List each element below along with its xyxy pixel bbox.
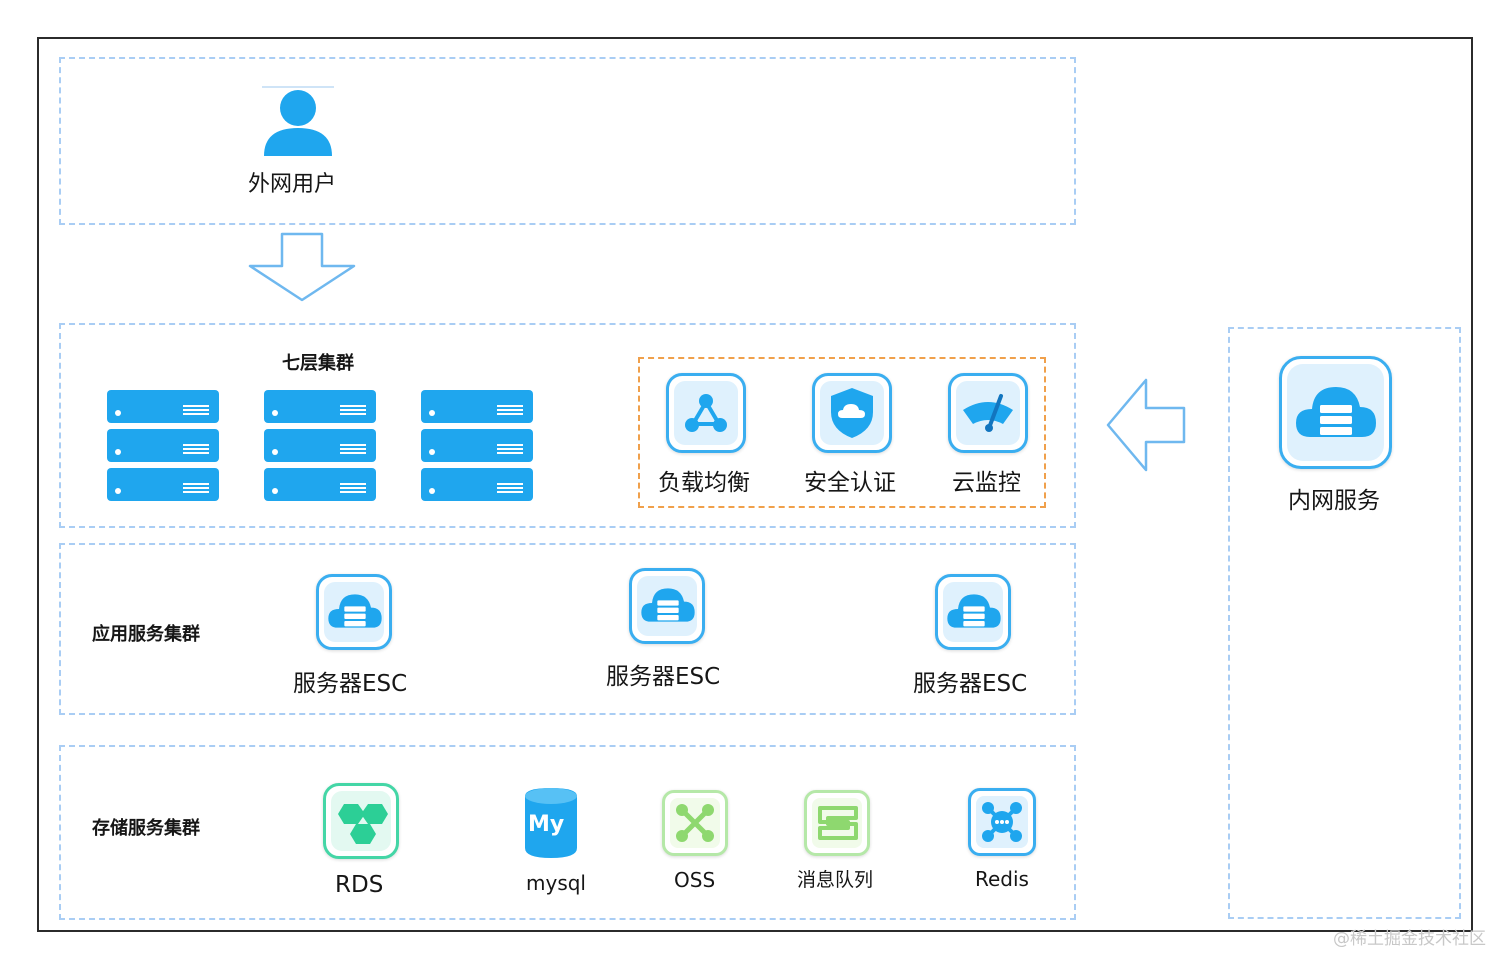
- app-server-label-3: 服务器ESC: [913, 671, 1028, 697]
- watermark: @稀土掘金技术社区: [1333, 929, 1486, 949]
- oss-label: OSS: [674, 868, 716, 892]
- cloud-server-icon: [947, 594, 1001, 628]
- cloud-monitor-tile: [948, 373, 1028, 453]
- load-balancer-tile: [666, 373, 746, 453]
- server-unit: [107, 429, 219, 462]
- message-queue-icon: [818, 806, 858, 840]
- external-user-zone: [59, 57, 1076, 225]
- server-unit: [264, 429, 376, 462]
- redis-icon: [982, 802, 1022, 842]
- storage-cluster-zone: [59, 745, 1076, 920]
- cloud-monitor-label: 云监控: [952, 470, 1021, 496]
- redis-tile: [968, 788, 1036, 856]
- oss-tile: [662, 790, 728, 856]
- layer7-cluster-title: 七层集群: [282, 353, 354, 374]
- server-unit: [107, 468, 219, 501]
- mysql-badge: My: [528, 812, 565, 837]
- security-auth-tile: [812, 373, 892, 453]
- internal-services-zone: [1228, 327, 1461, 919]
- layer7-cluster-zone: [59, 323, 1076, 528]
- monitor-gauge-icon: [963, 394, 1013, 432]
- down-arrow-icon: [248, 232, 356, 302]
- rds-label: RDS: [335, 872, 384, 898]
- server-unit: [421, 390, 533, 423]
- load-balancer-icon: [685, 394, 727, 432]
- message-queue-label: 消息队列: [797, 869, 874, 891]
- external-user-label: 外网用户: [248, 172, 337, 197]
- storage-cluster-title: 存储服务集群: [92, 818, 200, 839]
- load-balancer-label: 负载均衡: [658, 470, 750, 496]
- cloud-server-icon: [1296, 387, 1376, 437]
- server-unit: [107, 390, 219, 423]
- app-server-label-2: 服务器ESC: [606, 664, 721, 690]
- server-unit: [421, 468, 533, 501]
- outer-frame: [37, 37, 1473, 932]
- mysql-label: mysql: [526, 871, 586, 895]
- app-cluster-zone: [59, 543, 1076, 715]
- layer7-services-group: [638, 357, 1046, 508]
- app-cluster-title: 应用服务集群: [92, 624, 200, 645]
- server-unit: [264, 390, 376, 423]
- security-auth-label: 安全认证: [804, 470, 896, 496]
- left-arrow-icon: [1106, 378, 1186, 472]
- rds-tile: [323, 783, 399, 859]
- mysql-icon: [525, 788, 577, 858]
- app-server-tile-2: [629, 568, 705, 644]
- redis-label: Redis: [975, 867, 1029, 891]
- rds-icon: [338, 804, 388, 844]
- message-queue-tile: [804, 790, 870, 856]
- server-unit: [264, 468, 376, 501]
- cloud-server-icon: [641, 588, 695, 622]
- cloud-server-icon: [328, 594, 382, 628]
- internal-service-tile: [1279, 356, 1392, 469]
- app-server-label-1: 服务器ESC: [293, 671, 408, 697]
- shield-cloud-icon: [831, 388, 873, 438]
- server-unit: [421, 429, 533, 462]
- oss-icon: [676, 804, 714, 842]
- user-icon: [262, 86, 334, 156]
- internal-service-label: 内网服务: [1288, 488, 1380, 514]
- app-server-tile-3: [935, 574, 1011, 650]
- app-server-tile-1: [316, 574, 392, 650]
